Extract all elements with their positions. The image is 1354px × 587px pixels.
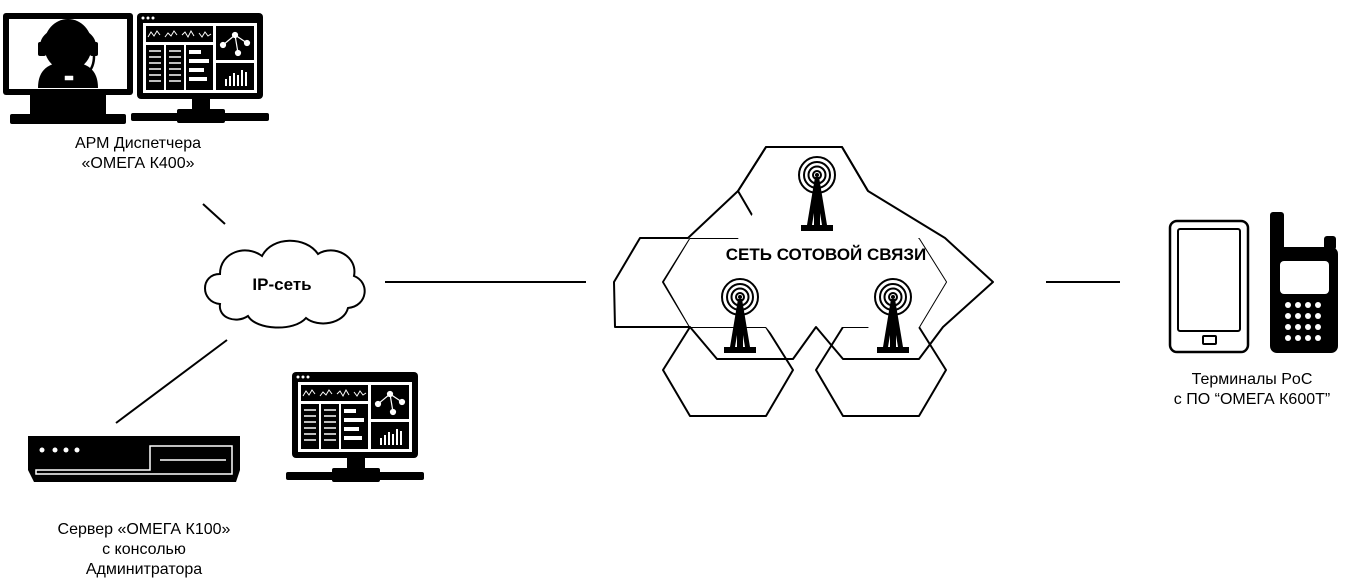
connection-lines	[115, 203, 1120, 424]
dispatcher-dashboard-monitor-icon	[130, 12, 270, 124]
terminals-label-line2: с ПО “ОМЕГА К600Т”	[1173, 391, 1331, 408]
poc-radio-icon	[1270, 212, 1338, 353]
server-label-line3: Админитратора	[85, 561, 203, 578]
cellular-network-label: СЕТЬ СОТОВОЙ СВЯЗИ	[725, 245, 927, 264]
dispatcher-label-line1: АРМ Диспетчера	[74, 135, 202, 152]
dispatcher-label-line2: «ОМЕГА К400»	[81, 155, 195, 172]
cellular-outline	[613, 146, 994, 360]
server-label: Сервер «ОМЕГА К100» с консолью Админитра…	[24, 520, 264, 580]
terminals-label: Терминалы PoC с ПО “ОМЕГА К600Т”	[1150, 370, 1354, 410]
server-label-line1: Сервер «ОМЕГА К100»	[57, 521, 231, 538]
dispatcher-operator-monitor-icon	[3, 13, 133, 124]
ip-network-label: IP-сеть	[252, 275, 312, 294]
terminals-label-line1: Терминалы PoC	[1191, 371, 1313, 388]
dispatcher-label: АРМ Диспетчера «ОМЕГА К400»	[28, 134, 248, 174]
smartphone-icon	[1168, 219, 1250, 354]
ip-network-cloud	[204, 239, 366, 329]
admin-dashboard-monitor-icon	[285, 371, 425, 483]
server-label-line2: с консолью	[102, 541, 186, 558]
server-icon	[28, 436, 240, 482]
